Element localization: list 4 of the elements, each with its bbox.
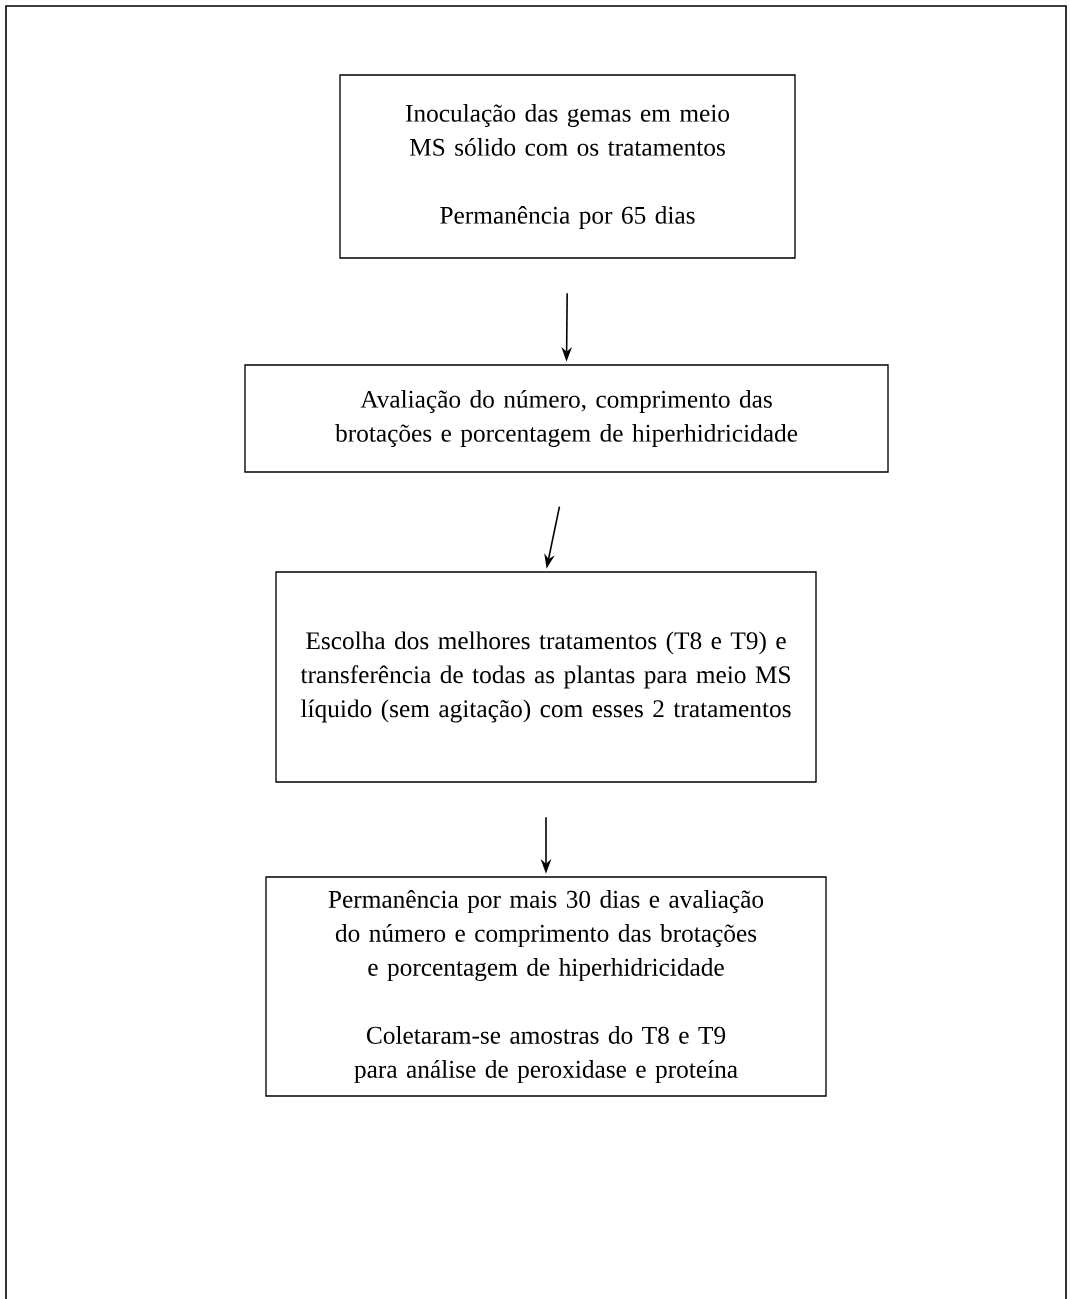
process-box: Permanência por mais 30 dias e avaliação do número e comprimento das brotações e porcentagem de hiperhidricidade Coletaram-se amostras do T8 e T9 para análise de peroxidase e proteína [265, 876, 827, 1097]
process-box: Avaliação do número, comprimento das brotações e porcentagem de hiperhidricidade [244, 364, 889, 473]
process-box: Escolha dos melhores tratamentos (T8 e T9) e transferência de todas as plantas para meio MS líquido (sem agitação) com esses 2 tratamentos [275, 571, 817, 783]
process-box: Inoculação das gemas em meio MS sólido com os tratamentos Permanência por 65 dias [339, 74, 796, 259]
